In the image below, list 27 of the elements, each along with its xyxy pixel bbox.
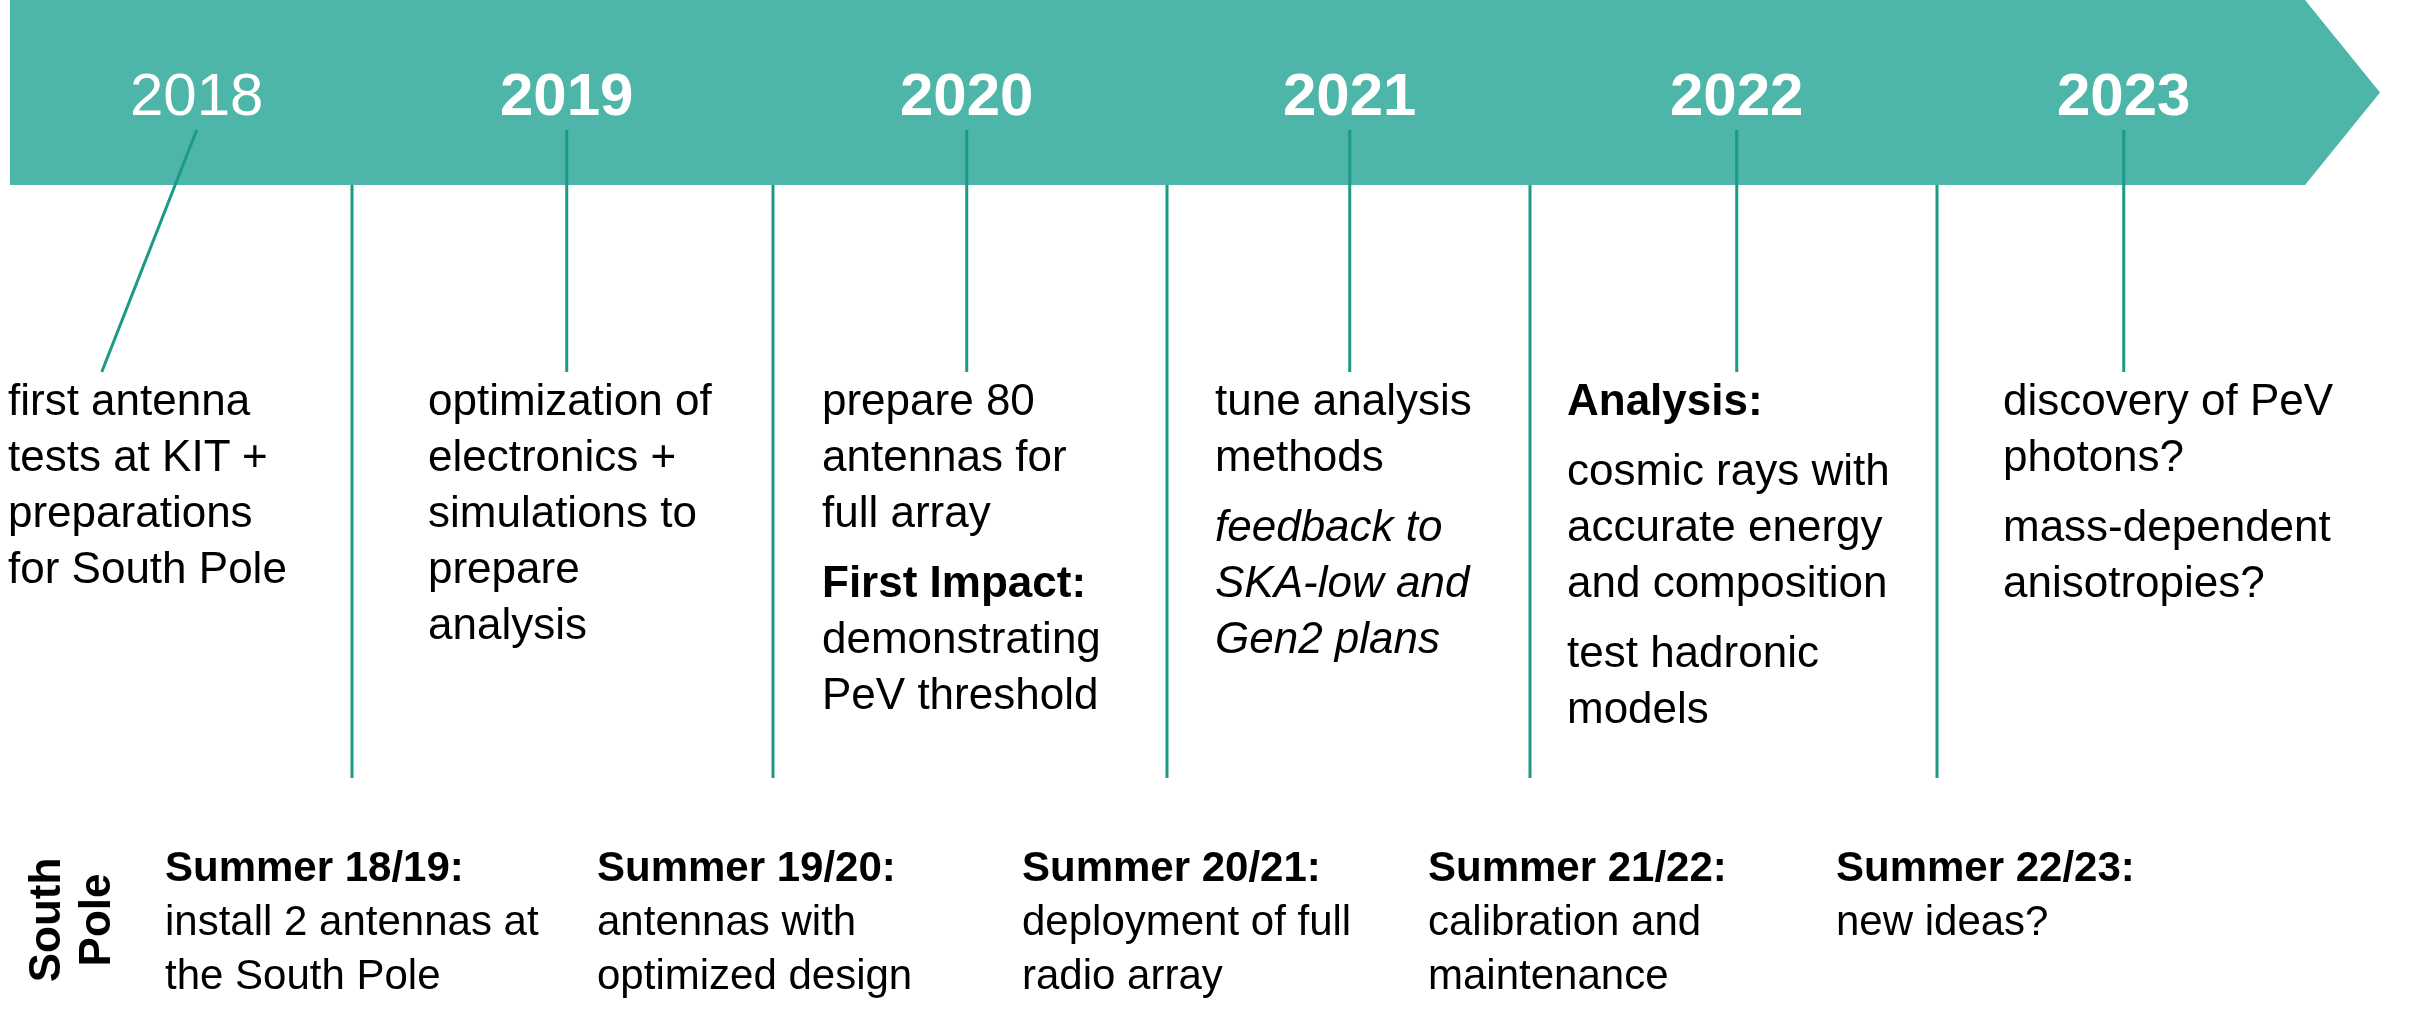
note-text: test hadronic models [1567, 626, 1820, 734]
note-text: discovery of PeV photons? [2003, 374, 2335, 482]
year-label: 2019 [500, 60, 634, 130]
leader-line [2122, 130, 2126, 372]
leader-line [100, 129, 199, 373]
event-note: Summer 20/21: deployment of full radio array [1022, 842, 1353, 1000]
leader-line [965, 130, 969, 372]
event-note: Summer 22/23: new ideas? [1836, 842, 2136, 946]
event-note: Summer 18/19: install 2 antennas at the South Pole [165, 842, 540, 1000]
leader-line [565, 130, 569, 372]
leader-line [1348, 130, 1352, 372]
row-label: South Pole [20, 856, 120, 985]
note-text: prepare 80 antennas for full array [822, 374, 1068, 538]
note-text: Analysis: [1567, 374, 1764, 426]
note-text: First Impact: demonstrating PeV threshold [822, 556, 1102, 720]
note-text: optimization of electronics + simulations to prepare analysis [428, 372, 718, 652]
note-text: mass-dependent anisotropies? [2003, 500, 2332, 608]
note-text: feedback to SKA-low and Gen2 plans [1215, 500, 1472, 664]
leader-line [1735, 130, 1739, 372]
year-label: 2022 [1670, 60, 1804, 130]
year-label: 2021 [1283, 60, 1417, 130]
event-note: Summer 21/22: calibration and maintenance [1428, 842, 1728, 1000]
event-note: Summer 19/20: antennas with optimized design [597, 842, 914, 1000]
note-text: first antenna tests at KIT + preparations for South Pole [8, 372, 308, 596]
year-label: 2023 [2057, 60, 2191, 130]
year-label: 2018 [130, 60, 264, 130]
year-label: 2020 [900, 60, 1034, 130]
